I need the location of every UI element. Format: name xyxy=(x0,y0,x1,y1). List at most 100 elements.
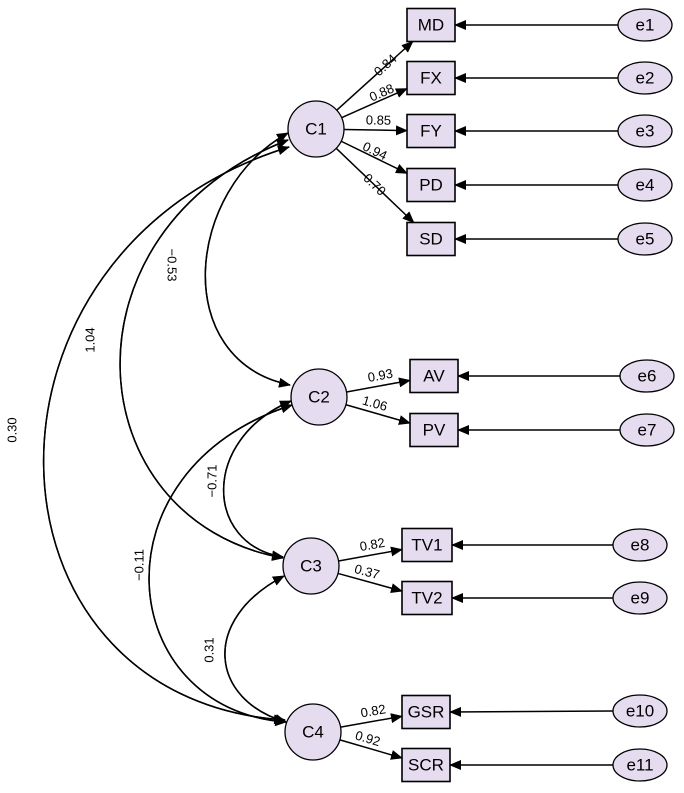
indicator-label: GSR xyxy=(408,703,445,722)
latent-factor-c4: C4 xyxy=(284,703,342,761)
indicator-box xyxy=(406,60,456,96)
indicator-label: SD xyxy=(419,230,443,249)
indicator-box xyxy=(401,747,451,783)
indicator-tv2: TV2 xyxy=(401,580,453,616)
indicator-md: MD xyxy=(406,7,456,43)
error-label: e1 xyxy=(636,16,655,35)
error-label: e10 xyxy=(626,702,654,721)
indicator-fy: FY xyxy=(406,113,456,149)
covariance-label-c3-c4: 0.31 xyxy=(202,637,217,662)
loading-label-pv: 1.06 xyxy=(361,393,389,414)
latent-factor-c3: C3 xyxy=(282,537,340,595)
loading-label-gsr: 0.82 xyxy=(359,701,387,720)
covariance-arc-c2-c4 xyxy=(148,404,293,727)
indicator-label: TV2 xyxy=(411,589,442,608)
indicator-fx: FX xyxy=(406,60,456,96)
error-label: e6 xyxy=(638,367,657,386)
error-ellipse xyxy=(619,413,675,447)
loading-arrow-sd xyxy=(335,147,415,224)
error-term-e4: e4 xyxy=(617,168,673,202)
loading-label-fx: 0.88 xyxy=(367,81,396,105)
loading-arrow-tv2 xyxy=(337,572,403,593)
indicator-pd: PD xyxy=(406,167,456,203)
error-term-e9: e9 xyxy=(612,581,668,615)
latent-factor-label: C1 xyxy=(305,120,327,139)
loading-arrow-fx xyxy=(341,87,408,119)
covariance-arc-head-c2-c3 xyxy=(223,400,292,558)
loading-arrow-md xyxy=(336,40,414,111)
indicator-label: SCR xyxy=(408,756,444,775)
latent-factor-circle xyxy=(284,703,342,761)
indicator-tv1: TV1 xyxy=(401,527,453,563)
error-term-e1: e1 xyxy=(617,8,673,42)
loading-label-fy: 0.85 xyxy=(366,112,392,127)
error-ellipse xyxy=(617,168,673,202)
error-ellipse xyxy=(612,528,668,562)
indicator-box xyxy=(409,358,459,394)
error-label: e3 xyxy=(636,122,655,141)
indicator-box xyxy=(406,7,456,43)
indicator-gsr: GSR xyxy=(401,694,451,730)
error-arrow-e10 xyxy=(449,706,614,717)
loading-arrow-tv1 xyxy=(338,546,403,562)
error-label: e2 xyxy=(636,69,655,88)
nodes-layer: C1C2C3C4MDFXFYPDSDAVPVTV1TV2GSRSCRe1e2e3… xyxy=(282,7,675,783)
latent-factor-circle xyxy=(282,537,340,595)
latent-factor-circle xyxy=(290,368,348,426)
latent-factor-c2: C2 xyxy=(290,368,348,426)
latent-factor-circle xyxy=(287,100,345,158)
covariance-arc-head-c1-c4 xyxy=(42,145,290,721)
covariance-arc-c1-c2 xyxy=(204,132,291,388)
indicator-label: FY xyxy=(420,122,442,141)
loading-arrow-pd xyxy=(340,140,408,174)
loading-label-av: 0.93 xyxy=(366,366,394,385)
error-term-e10: e10 xyxy=(612,694,668,728)
error-ellipse xyxy=(612,581,668,615)
error-label: e4 xyxy=(636,176,655,195)
covariance-arc-c1-c4 xyxy=(42,146,290,725)
loading-label-pd: 0.94 xyxy=(360,139,389,164)
error-ellipse xyxy=(617,114,673,148)
indicator-label: TV1 xyxy=(411,536,442,555)
edges-layer xyxy=(42,20,620,770)
covariance-label-c1-c2: −0.53 xyxy=(165,249,180,282)
error-ellipse xyxy=(612,748,668,782)
error-label: e5 xyxy=(636,230,655,249)
latent-factor-label: C4 xyxy=(302,723,324,742)
indicator-box xyxy=(406,113,456,149)
loading-arrow-scr xyxy=(339,739,403,760)
loading-arrow-pv xyxy=(345,404,411,425)
loading-label-tv2: 0.37 xyxy=(353,561,381,582)
loading-arrow-gsr xyxy=(340,713,403,728)
error-label: e11 xyxy=(626,756,653,775)
covariance-arc-head-c3-c4 xyxy=(224,575,287,723)
latent-factor-label: C2 xyxy=(308,388,330,407)
latent-factor-c1: C1 xyxy=(287,100,345,158)
covariance-label-c2-c3: −0.71 xyxy=(205,465,220,498)
indicator-box xyxy=(401,694,451,730)
error-term-e6: e6 xyxy=(619,359,675,393)
error-term-e3: e3 xyxy=(617,114,673,148)
indicator-sd: SD xyxy=(406,221,456,257)
loading-label-scr: 0.92 xyxy=(354,728,383,749)
error-ellipse xyxy=(617,61,673,95)
indicator-box xyxy=(401,527,453,563)
loading-label-tv1: 0.82 xyxy=(358,535,386,554)
indicator-label: MD xyxy=(418,16,444,35)
covariance-arc-c3-c4 xyxy=(224,575,287,724)
loading-arrow-fy xyxy=(343,125,408,136)
covariance-arc-head-c1-c3 xyxy=(119,139,289,559)
indicator-box xyxy=(406,221,456,257)
covariance-label-c1-c3: 1.04 xyxy=(83,327,98,352)
indicator-label: PV xyxy=(423,421,446,440)
error-ellipse xyxy=(612,694,668,728)
error-label: e7 xyxy=(638,421,657,440)
indicator-label: FX xyxy=(420,69,442,88)
error-label: e9 xyxy=(631,589,650,608)
indicator-pv: PV xyxy=(409,412,459,448)
covariance-label-c2-c4: −0.11 xyxy=(132,549,147,581)
covariance-arc-c2-c3 xyxy=(223,400,292,561)
error-term-e7: e7 xyxy=(619,413,675,447)
covariance-arc-head-c2-c4 xyxy=(148,403,293,723)
error-ellipse xyxy=(617,222,673,256)
